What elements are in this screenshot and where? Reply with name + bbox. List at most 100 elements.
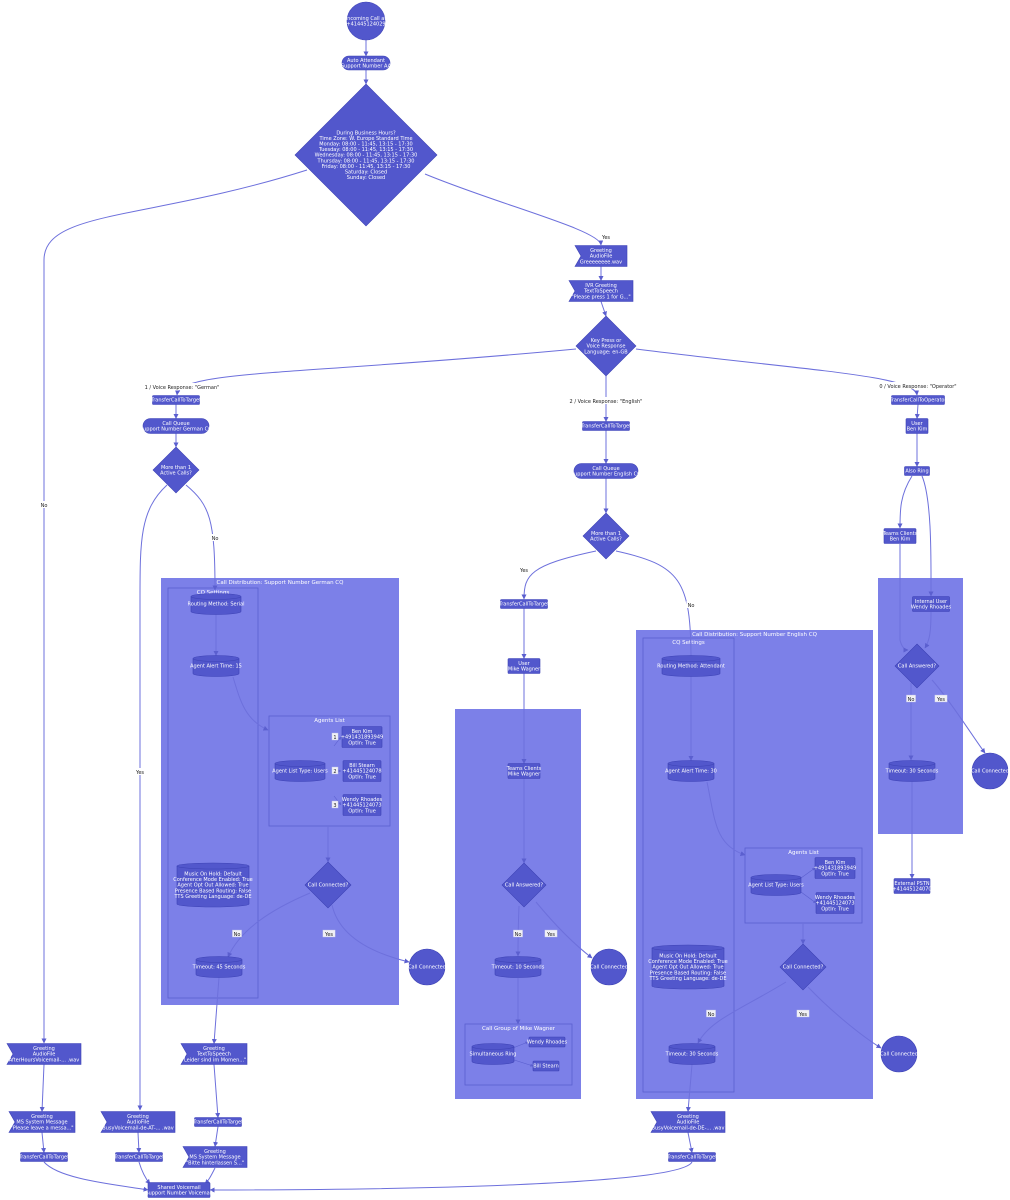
edge <box>39 1064 45 1112</box>
edge <box>424 173 604 246</box>
node-line: +491431893949 <box>814 866 856 872</box>
cluster-title-cqSetEn: CQ Settings <box>672 640 705 646</box>
node-label-simRing: Simultaneous Ring <box>470 1052 517 1058</box>
node-timeoutDe: Timeout: 45 Seconds <box>192 956 246 978</box>
node-line: Agent Opt Out Allowed: True <box>652 965 723 971</box>
edge <box>213 1126 219 1147</box>
node-alertDe: Agent Alert Time: 15 <box>190 655 242 677</box>
node-line: AudioFile <box>127 1120 150 1126</box>
edge-label-yesConnEn: Yes <box>796 1009 810 1018</box>
edge-label-noConnEn: No <box>706 1009 716 1018</box>
node-line: +41445124070 <box>892 887 931 893</box>
node-line: Language: en-GB <box>584 349 628 355</box>
node-label-agentTypeDe: Agent List Type: Users <box>272 769 328 775</box>
node-line: Active Calls? <box>590 537 622 543</box>
node-line: +41445124073 <box>815 901 854 907</box>
node-line: Agent Alert Time: 30 <box>665 769 717 775</box>
node-line: Agent List Type: Users <box>272 769 328 775</box>
edge-label-text: 1 / Voice Response: "German" <box>145 385 220 391</box>
node-line: Friday: 08:00 - 11:45, 13:15 - 17:30 <box>322 164 411 170</box>
edge <box>535 901 593 959</box>
edge-label-n3: 3 <box>331 800 339 809</box>
node-line: Agent Alert Time: 15 <box>190 664 242 670</box>
node-line: Bill Stearn <box>533 1064 559 1070</box>
edge-label-text: 3 <box>333 803 336 809</box>
node-line: Agent List Type: Users <box>748 883 804 889</box>
node-line: AfterHoursVoicemail-... .wav <box>9 1057 80 1063</box>
edge <box>41 1132 47 1153</box>
cluster-title-cdDe: Call Distribution: Support Number German… <box>217 580 345 586</box>
node-line: Thursday: 08:00 - 11:45, 13:15 - 17:30 <box>317 158 415 164</box>
node-label-biz: During Business Hours?Time Zone: W. Euro… <box>315 130 418 181</box>
edge <box>615 550 694 661</box>
node-line: +491431893949 <box>341 735 383 741</box>
node-line: During Business Hours? <box>336 130 396 136</box>
edge <box>931 679 986 754</box>
edge <box>899 544 909 653</box>
node-label-tctDe: TransferCallToTarget <box>150 398 201 404</box>
node-line: Wednesday: 08:00 - 11:45, 13:15 - 17:30 <box>315 153 418 159</box>
node-label-tctEn: TransferCallToTarget <box>580 424 631 430</box>
node-line: User <box>518 661 530 667</box>
node-line: Teams Clients <box>882 531 918 537</box>
node-line: Simultaneous Ring <box>470 1052 517 1058</box>
node-line: TextToSpeech <box>196 1052 231 1058</box>
node-line: Timeout: 30 Seconds <box>885 769 939 775</box>
node-line: User <box>911 421 923 427</box>
node-line: Timeout: 30 Seconds <box>665 1052 719 1058</box>
node-line: Active Calls? <box>160 471 192 477</box>
node-line: Greeting <box>204 1149 226 1155</box>
node-line: Timeout: 45 Seconds <box>192 965 246 971</box>
node-tctVm2: TransferCallToTarget <box>113 1152 164 1162</box>
node-timeoutMike: Timeout: 10 Seconds <box>491 956 545 978</box>
node-label-agentTypeEn: Agent List Type: Users <box>748 883 804 889</box>
node-label-connMike: Call Connected <box>590 965 628 971</box>
node-line: Also Ring <box>905 469 928 475</box>
node-label-tctVm4: TransferCallToTarget <box>666 1155 717 1161</box>
node-line: AudioFile <box>677 1120 700 1126</box>
node-line: Routing Method: Serial <box>188 602 245 608</box>
edge-label-text: No <box>688 603 695 609</box>
node-line: Key Press or <box>591 338 622 344</box>
edge-label-no1: No <box>39 501 49 509</box>
node-line: Ben Kim <box>890 537 911 543</box>
node-line: Music On Hold: Default <box>184 872 241 878</box>
node-line: TransferCallToOperator <box>888 398 947 404</box>
node-line: "Please leave a messa..." <box>10 1125 73 1131</box>
node-line: Music On Hold: Default <box>659 954 716 960</box>
edge <box>185 484 218 591</box>
edge-label-text: Yes <box>519 568 528 574</box>
node-label-tcOp: TransferCallToOperator <box>888 398 947 404</box>
edge-label-noDe: No <box>210 534 220 542</box>
cluster-title-cdEn: Call Distribution: Support Number Englis… <box>692 632 817 638</box>
node-simRing: Simultaneous Ring <box>470 1043 517 1065</box>
node-line: Ben Kim <box>907 427 928 433</box>
node-line: Tuesday: 08:00 - 11:45, 13:15 - 17:30 <box>318 147 413 153</box>
edge <box>175 348 577 396</box>
node-line: Monday: 08:00 - 11:45, 13:15 - 17:30 <box>319 142 412 148</box>
node-connectedDe: Call Connected? <box>304 861 352 909</box>
